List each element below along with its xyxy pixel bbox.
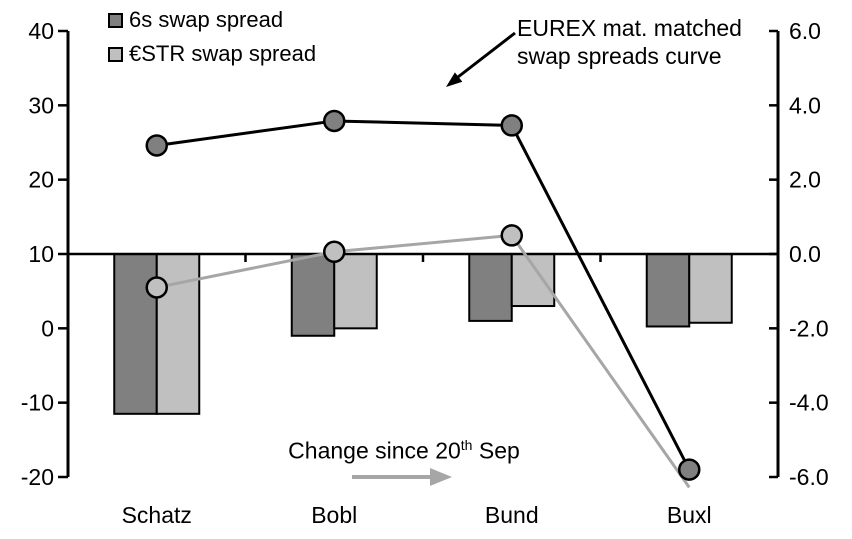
- marker-6s-schatz: [145, 134, 168, 157]
- curve-annotation-arrowhead-icon: [446, 72, 463, 87]
- curve-annotation-line2: swap spreads curve: [517, 43, 722, 69]
- bar-6s-bund: [468, 253, 513, 322]
- bar-estr-schatz: [155, 253, 201, 415]
- right-axis-tick-label: 2.0: [789, 167, 821, 193]
- left-axis-tick-label: 0: [41, 315, 54, 341]
- marker-estr-bobl: [323, 240, 346, 264]
- line-6s: [156, 119, 691, 471]
- marker-estr-bund: [500, 224, 523, 247]
- bar-estr-bobl: [333, 253, 378, 330]
- left-axis-tick-label: -20: [21, 464, 54, 490]
- x-axis-label-bobl: Bobl: [311, 502, 357, 528]
- x-axis-label-bund: Bund: [485, 502, 539, 528]
- marker-6s-bobl: [323, 109, 346, 133]
- right-axis-tick-label: -6.0: [789, 464, 829, 490]
- left-axis-tick-label: 30: [28, 92, 54, 118]
- right-axis-tick-label: -4.0: [789, 390, 829, 416]
- legend-item-6s: 6s swap spread: [108, 6, 316, 34]
- curve-annotation-line1: EUREX mat. matched: [517, 15, 742, 41]
- right-axis-tick-label: 6.0: [789, 18, 821, 44]
- x-axis-label-schatz: Schatz: [122, 502, 192, 528]
- right-axis-tick-label: 0.0: [789, 241, 821, 267]
- bar-6s-schatz: [113, 253, 158, 415]
- bar-estr-buxl: [688, 253, 733, 324]
- legend-swatch-estr-icon: [108, 46, 123, 62]
- right-axis-tick-label: 4.0: [789, 92, 821, 118]
- x-axis-label-buxl: Buxl: [667, 502, 712, 528]
- bar-estr-bund: [510, 253, 556, 308]
- bar-6s-bobl: [290, 253, 336, 337]
- right-axis-tick-label: -2.0: [789, 315, 829, 341]
- marker-estr-schatz: [145, 276, 168, 299]
- legend-item-estr: €STR swap spread: [108, 40, 316, 68]
- line-estr: [156, 233, 691, 489]
- legend-label-6s: 6s swap spread: [129, 7, 284, 32]
- change-annotation: Change since 20th Sep: [278, 437, 530, 465]
- left-axis-tick-label: 10: [28, 241, 54, 267]
- marker-6s-buxl: [678, 458, 701, 481]
- left-axis-tick-label: -10: [21, 390, 54, 416]
- legend-label-estr: €STR swap spread: [129, 41, 317, 66]
- legend-swatch-6s-icon: [108, 12, 123, 28]
- change-annotation-arrowhead-icon: [430, 468, 452, 486]
- legend: 6s swap spread €STR swap spread: [108, 6, 316, 74]
- curve-annotation: EUREX mat. matched swap spreads curve: [517, 14, 742, 70]
- change-annotation-suffix: Sep: [472, 437, 520, 464]
- change-annotation-text: Change since 20: [288, 437, 461, 464]
- change-annotation-sup: th: [460, 437, 473, 453]
- left-axis-tick-label: 20: [28, 167, 54, 193]
- bar-6s-buxl: [645, 253, 691, 328]
- left-axis-tick-label: 40: [28, 18, 54, 44]
- curve-annotation-arrow: [457, 31, 516, 79]
- marker-6s-bund: [500, 114, 523, 137]
